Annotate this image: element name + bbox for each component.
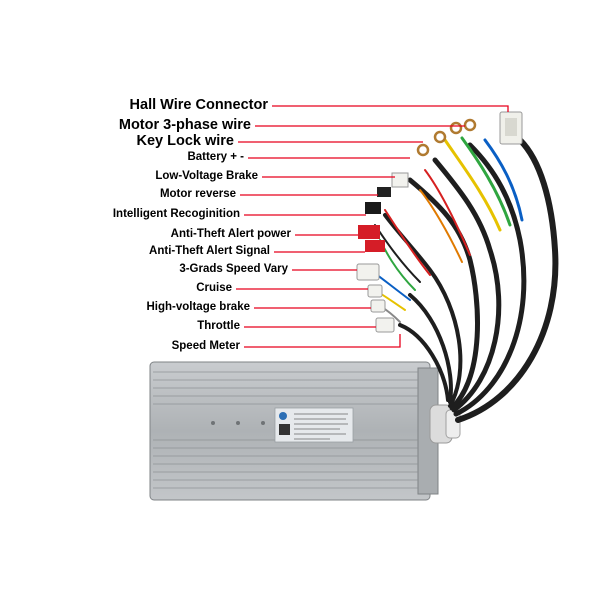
product-label-sticker	[274, 407, 354, 443]
red-connectors	[358, 225, 385, 252]
label-cruise: Cruise	[196, 281, 232, 294]
label-speedmeter: Speed Meter	[171, 339, 240, 352]
label-highbrake: High-voltage brake	[146, 300, 250, 313]
cable-gland	[429, 404, 461, 444]
label-battery: Battery + -	[187, 150, 244, 163]
white-connectors	[356, 263, 395, 333]
brake-connector	[391, 172, 409, 188]
label-keylock: Key Lock wire	[136, 133, 234, 150]
ring-terminals	[416, 118, 477, 157]
black-connectors	[365, 187, 391, 214]
hall-connector	[499, 111, 523, 145]
label-throttle: Throttle	[197, 319, 240, 332]
controller-housing	[149, 361, 461, 501]
label-antitheftpower: Anti-Theft Alert power	[170, 227, 291, 240]
label-intelligent: Intelligent Recoginition	[112, 207, 240, 220]
leader-line-hall	[272, 105, 509, 112]
label-lowbrake: Low-Voltage Brake	[155, 169, 258, 182]
label-hall: Hall Wire Connector	[129, 97, 268, 114]
leader-lines	[236, 105, 509, 348]
label-speedvary: 3-Grads Speed Vary	[179, 262, 288, 275]
label-motor3: Motor 3-phase wire	[118, 117, 251, 134]
leader-line-speedmeter	[244, 334, 401, 348]
cable-bundle	[369, 136, 559, 423]
label-antitheftsignal: Anti-Theft Alert Signal	[149, 244, 270, 257]
label-reverse: Motor reverse	[159, 187, 236, 200]
